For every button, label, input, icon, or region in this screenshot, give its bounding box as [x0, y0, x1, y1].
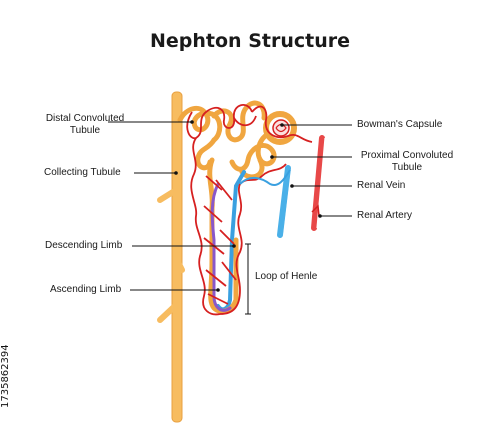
loop-of-henle-bracket — [245, 243, 251, 315]
label-bowmans-capsule: Bowman's Capsule — [357, 119, 443, 130]
proximal-label-line1: Proximal Convoluted — [360, 150, 454, 161]
label-collecting-tubule: Collecting Tubule — [44, 167, 121, 178]
proximal-label-line2: Tubule — [391, 162, 423, 173]
venule — [239, 169, 291, 186]
label-distal-convoluted-tubule: Distal Convoluted Tubule — [40, 113, 130, 137]
leader-lines — [108, 121, 352, 291]
label-renal-artery: Renal Artery — [357, 210, 413, 221]
peritubular-capillaries — [186, 104, 313, 316]
renal-vein — [277, 165, 293, 238]
label-renal-vein: Renal Vein — [357, 180, 406, 191]
renal-artery — [311, 135, 326, 231]
stock-id-text: 1735862394 — [0, 344, 11, 408]
proximal-convoluted-tubule — [211, 100, 277, 180]
label-ascending-limb: Ascending Limb — [50, 284, 122, 295]
leader-dots — [174, 120, 322, 292]
distal-label-line2: Tubule — [69, 125, 101, 136]
label-proximal-convoluted-tubule: Proximal Convoluted Tubule — [352, 150, 462, 174]
distal-label-line1: Distal Convoluted — [45, 113, 125, 124]
stock-id: 1735862394 — [0, 300, 14, 420]
collecting-duct — [157, 91, 185, 423]
label-loop-of-henle: Loop of Henle — [255, 271, 318, 282]
distal-convoluted-tubule — [177, 105, 223, 171]
label-descending-limb: Descending Limb — [45, 240, 123, 251]
loop-of-henle — [207, 157, 246, 314]
diagram-title: Nephton Structure — [150, 30, 350, 52]
